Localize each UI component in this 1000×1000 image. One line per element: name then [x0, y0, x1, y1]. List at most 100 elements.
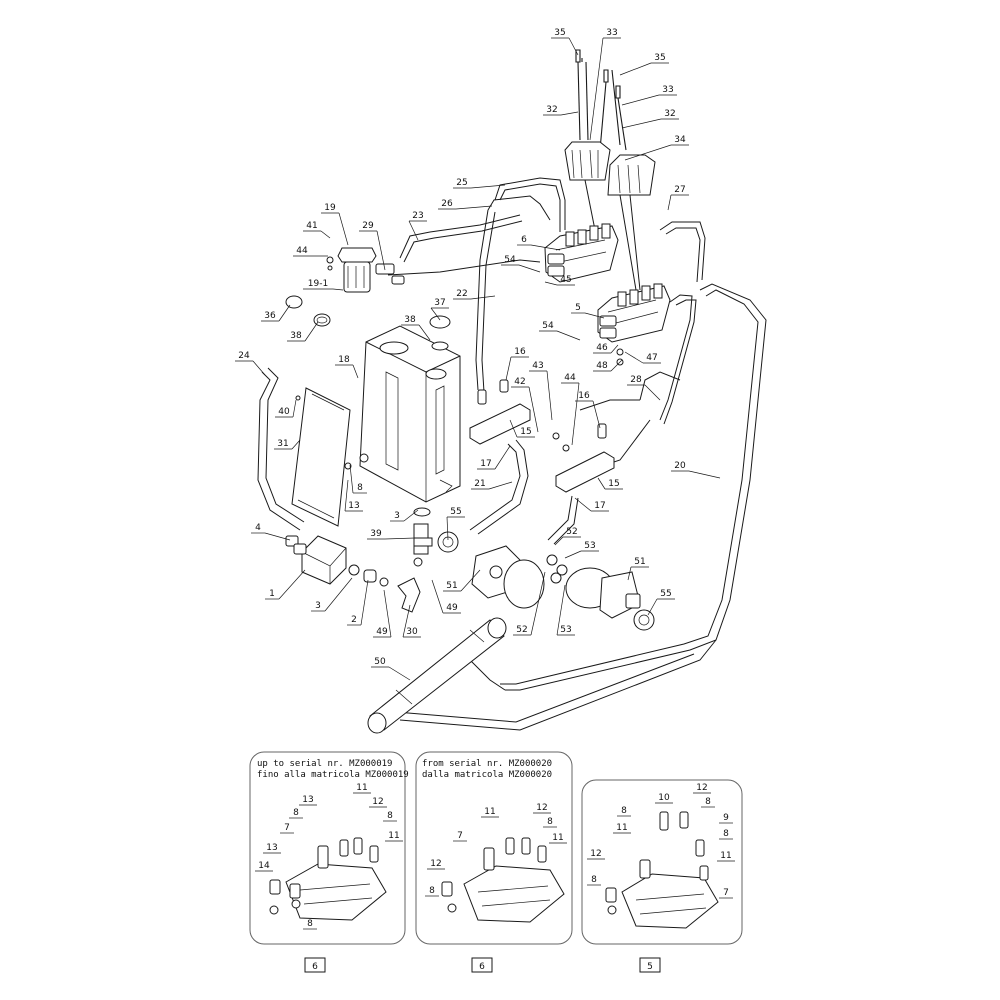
callout-number: 52 [566, 527, 577, 537]
panel2-callout-8: 8 [543, 817, 557, 828]
callout-number: 7 [723, 888, 729, 898]
panel3-callout-11: 11 [717, 851, 735, 862]
callout-number: 8 [429, 886, 435, 896]
callout-number: 8 [621, 806, 627, 816]
callout-number: 7 [457, 831, 463, 841]
callout-number: 11 [616, 823, 627, 833]
panel2-callout-11: 11 [481, 807, 499, 818]
panel3-callout-10: 10 [655, 793, 673, 804]
callout-number: 1 [269, 589, 275, 599]
callout-number: 53 [584, 541, 595, 551]
panel2-label-box [471, 957, 493, 973]
callout-number: 8 [307, 919, 313, 929]
main-callout-26: 26 [438, 199, 493, 210]
callout-number: 47 [646, 353, 657, 363]
main-callout-40: 40 [275, 399, 297, 418]
callout-number: 12 [696, 783, 707, 793]
main-callout-53: 53 [564, 541, 599, 559]
main-callout-41: 41 [303, 221, 331, 239]
callout-number: 44 [564, 373, 576, 383]
callout-number: 10 [658, 793, 670, 803]
panel1-caption-it: fino alla matricola MZ000019 [257, 770, 409, 780]
main-callout-35: 35 [619, 53, 669, 76]
main-callout-35: 35 [551, 28, 579, 56]
callout-number: 13 [348, 501, 359, 511]
callout-number: 21 [474, 479, 485, 489]
callout-number: 27 [674, 185, 685, 195]
callout-number: 15 [608, 479, 619, 489]
callout-number: 9 [723, 813, 729, 823]
callout-number: 5 [575, 303, 581, 313]
panel2-label: 6 [479, 962, 485, 972]
panel1-callout-8: 8 [383, 811, 397, 822]
panel3-callout-12: 12 [587, 849, 605, 860]
panel3-callout-8: 8 [617, 806, 631, 817]
hydraulic-cylinder [367, 617, 507, 734]
callout-number: 53 [560, 625, 571, 635]
main-callout-2: 2 [347, 579, 369, 626]
callout-number: 44 [296, 246, 308, 256]
cap-36 [285, 295, 331, 327]
panel1-callout-13: 13 [263, 843, 281, 854]
callout-number: 13 [302, 795, 313, 805]
main-callout-16: 16 [505, 347, 529, 381]
return-filter [326, 247, 405, 293]
callout-number: 12 [372, 797, 383, 807]
main-callout-55: 55 [647, 589, 675, 616]
panel1-callout-13: 13 [299, 795, 317, 806]
main-callout-23: 23 [408, 211, 427, 241]
main-callout-17: 17 [574, 497, 609, 512]
main-callout-45: 45 [544, 275, 575, 286]
panel1-callout-8: 8 [303, 919, 317, 930]
callout-number: 28 [630, 375, 642, 385]
main-callout-20: 20 [671, 461, 721, 479]
panel3-callout-8: 8 [587, 875, 601, 886]
panel2-callout-12: 12 [533, 803, 551, 814]
main-callout-32: 32 [543, 105, 579, 116]
motor-left [437, 531, 545, 609]
main-callout-8: 8 [349, 464, 367, 494]
main-callout-42: 42 [511, 377, 539, 433]
hose-lines [387, 177, 767, 731]
joystick-levers [564, 49, 656, 291]
motor-right [546, 554, 655, 631]
callout-number: 17 [594, 501, 605, 511]
main-callout-21: 21 [471, 479, 513, 490]
panel1-callout-12: 12 [369, 797, 387, 808]
main-callout-33: 33 [621, 85, 677, 106]
panel1-callout-7: 7 [280, 823, 294, 834]
main-callout-49: 49 [373, 589, 392, 638]
main-callout-17: 17 [477, 445, 511, 470]
callout-number: 37 [434, 298, 445, 308]
callout-number: 12 [430, 859, 441, 869]
main-callout-19: 19 [321, 203, 349, 246]
main-callout-1: 1 [265, 569, 306, 600]
main-callout-31: 31 [274, 439, 301, 450]
callout-number: 30 [406, 627, 418, 637]
callout-number: 43 [532, 361, 543, 371]
panel3-label-box [639, 957, 661, 973]
pump [285, 535, 360, 585]
main-callout-51: 51 [627, 557, 649, 581]
main-callout-29: 29 [359, 221, 386, 271]
callout-number: 32 [664, 109, 675, 119]
main-callout-32: 32 [621, 109, 679, 129]
panel1-label-box [304, 957, 326, 973]
main-callout-28: 28 [627, 375, 661, 401]
callout-number: 11 [720, 851, 731, 861]
manifold-right [547, 423, 615, 545]
panel1-callout-14: 14 [255, 861, 273, 872]
callout-number: 26 [441, 199, 453, 209]
callout-number: 11 [356, 783, 367, 793]
main-callout-33: 33 [589, 28, 621, 141]
callout-number: 12 [536, 803, 547, 813]
main-callout-18: 18 [335, 355, 359, 379]
callout-number: 32 [546, 105, 557, 115]
main-callout-54: 54 [539, 321, 581, 341]
callout-number: 35 [554, 28, 565, 38]
inset-panels [249, 751, 743, 945]
panel3-callout-9: 9 [719, 813, 733, 824]
callout-number: 7 [284, 823, 290, 833]
